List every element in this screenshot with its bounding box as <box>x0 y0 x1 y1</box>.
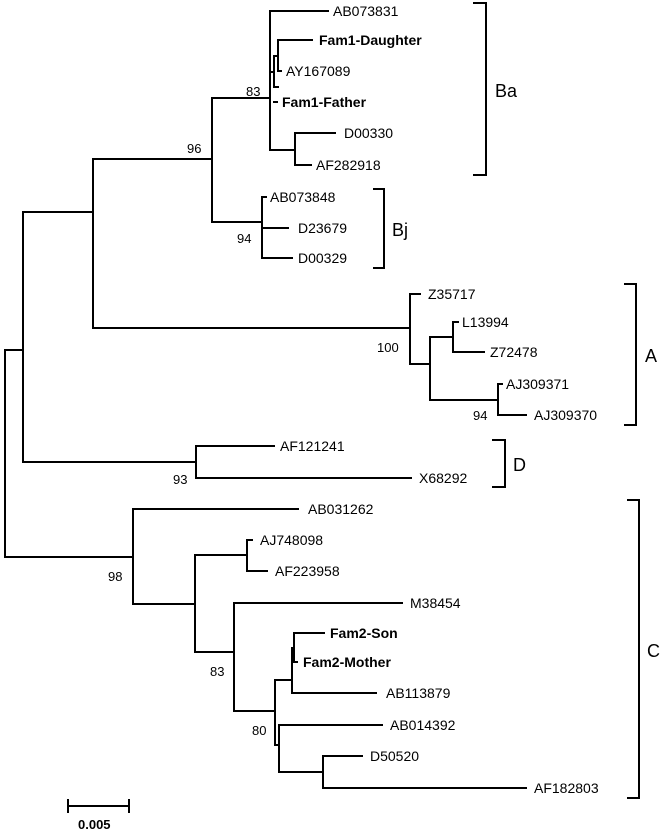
clade-labels: Ba Bj A D C <box>392 81 660 661</box>
tree-branches <box>4 10 527 789</box>
leaf-AF282918: AF282918 <box>316 157 381 173</box>
leaf-AB014392: AB014392 <box>390 717 456 733</box>
scale-bar-label: 0.005 <box>78 817 111 832</box>
bootstrap-83-ba: 83 <box>246 84 260 99</box>
scale-bar: 0.005 <box>67 799 130 832</box>
leaf-AJ309371: AJ309371 <box>506 376 569 392</box>
leaf-labels: AB073831 Fam1-Daughter AY167089 Fam1-Fat… <box>260 3 599 796</box>
clade-bracket-c <box>627 499 640 799</box>
leaf-Fam1-Daughter: Fam1-Daughter <box>319 32 422 48</box>
clade-brackets <box>373 2 640 799</box>
bootstrap-96: 96 <box>187 141 201 156</box>
bootstrap-93: 93 <box>173 472 187 487</box>
leaf-D50520: D50520 <box>370 748 419 764</box>
leaf-AJ748098: AJ748098 <box>260 532 323 548</box>
leaf-AF121241: AF121241 <box>280 438 345 454</box>
clade-bracket-bj <box>373 188 385 269</box>
leaf-AJ309370: AJ309370 <box>534 407 597 423</box>
leaf-L13994: L13994 <box>462 314 509 330</box>
clade-label-a: A <box>645 346 657 366</box>
leaf-D00329: D00329 <box>298 250 347 266</box>
clade-label-c: C <box>647 641 660 661</box>
clade-label-bj: Bj <box>392 220 408 240</box>
clade-bracket-d <box>492 439 506 488</box>
leaf-D00330: D00330 <box>344 125 393 141</box>
bootstrap-100: 100 <box>377 340 399 355</box>
clade-bracket-ba <box>473 2 487 176</box>
bootstrap-94-a: 94 <box>473 408 487 423</box>
leaf-X68292: X68292 <box>419 470 467 486</box>
bootstrap-80: 80 <box>252 723 266 738</box>
leaf-AB031262: AB031262 <box>308 501 374 517</box>
leaf-AF223958: AF223958 <box>275 563 340 579</box>
bootstrap-values: 83 96 94 100 94 93 98 83 80 <box>108 84 487 738</box>
leaf-AB073831: AB073831 <box>333 3 399 19</box>
leaf-Z72478: Z72478 <box>490 344 538 360</box>
leaf-AF182803: AF182803 <box>534 780 599 796</box>
leaf-D23679: D23679 <box>298 220 347 236</box>
leaf-Fam1-Father: Fam1-Father <box>282 94 367 110</box>
leaf-AY167089: AY167089 <box>286 63 351 79</box>
bootstrap-98: 98 <box>108 569 122 584</box>
leaf-AB073848: AB073848 <box>270 189 336 205</box>
leaf-Fam2-Mother: Fam2-Mother <box>303 654 391 670</box>
clade-bracket-a <box>624 283 637 426</box>
bootstrap-83-c: 83 <box>210 664 224 679</box>
clade-label-ba: Ba <box>495 81 518 101</box>
leaf-Z35717: Z35717 <box>428 286 476 302</box>
leaf-Fam2-Son: Fam2-Son <box>330 625 398 641</box>
clade-label-d: D <box>513 455 526 475</box>
leaf-M38454: M38454 <box>410 595 461 611</box>
leaf-AB113879: AB113879 <box>386 685 451 701</box>
bootstrap-94-bj: 94 <box>237 231 251 246</box>
